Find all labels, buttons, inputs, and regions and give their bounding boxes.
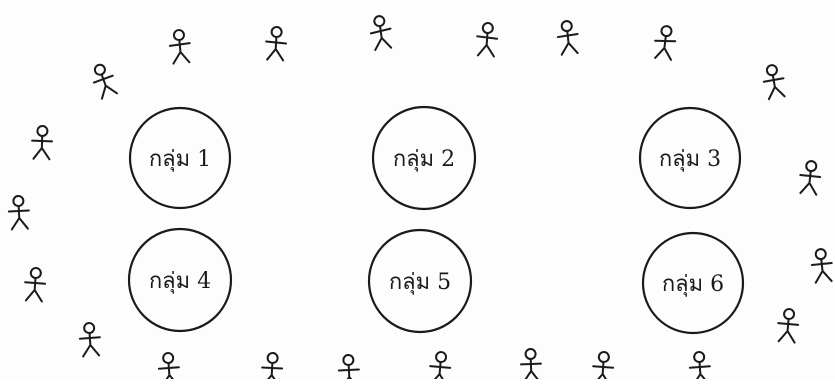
group-5-label: กลุ่ม 5	[389, 270, 451, 295]
person-icon	[556, 20, 579, 55]
person-icon	[31, 126, 52, 160]
students	[8, 15, 833, 379]
group-1-label: กลุ่ม 1	[149, 147, 211, 172]
person-icon	[79, 322, 101, 356]
person-icon	[520, 349, 541, 379]
group-4: กลุ่ม 4	[129, 229, 231, 331]
group-3-label: กลุ่ม 3	[659, 147, 721, 172]
group-2-label: กลุ่ม 2	[393, 147, 455, 172]
group-4-label: กลุ่ม 4	[149, 269, 211, 294]
person-icon	[429, 351, 452, 379]
group-2: กลุ่ม 2	[373, 107, 475, 209]
person-icon	[265, 26, 287, 60]
person-icon	[338, 354, 360, 379]
person-icon	[89, 62, 119, 100]
person-icon	[8, 195, 30, 229]
person-icon	[653, 25, 677, 60]
person-icon	[689, 351, 711, 379]
person-icon	[810, 248, 833, 283]
person-icon	[476, 22, 498, 56]
group-6: กลุ่ม 6	[643, 233, 743, 333]
person-icon	[761, 64, 786, 100]
group-1: กลุ่ม 1	[130, 108, 230, 208]
group-5: กลุ่ม 5	[369, 230, 471, 332]
person-icon	[158, 352, 180, 379]
person-icon	[777, 308, 800, 343]
group-6-label: กลุ่ม 6	[662, 272, 724, 297]
person-icon	[592, 351, 614, 379]
person-icon	[261, 352, 283, 379]
person-icon	[369, 15, 393, 50]
person-icon	[169, 29, 192, 64]
person-icon	[24, 267, 46, 301]
person-icon	[798, 160, 821, 195]
group-3: กลุ่ม 3	[640, 108, 740, 208]
